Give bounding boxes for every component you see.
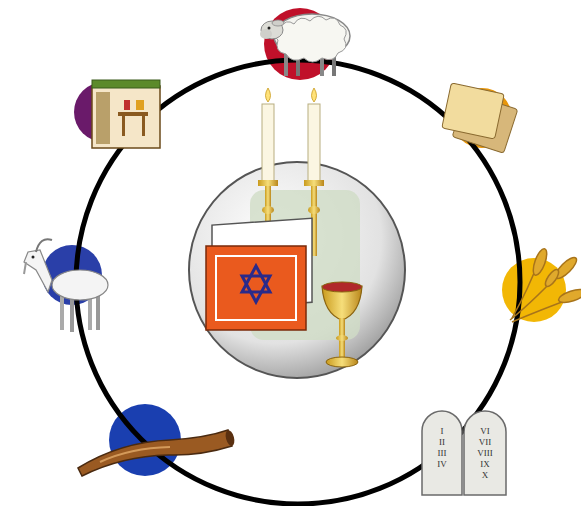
color-disks [42, 8, 566, 476]
roman-numeral: VI [463, 426, 507, 437]
tablet-shape [422, 411, 462, 495]
prayer-book [206, 218, 312, 330]
roman-numeral: IX [463, 459, 507, 470]
center-emblem [189, 88, 405, 378]
sheep-icon [260, 14, 350, 76]
roman-numeral: I [421, 426, 463, 437]
commandment-tablet: IIIIIIIV [421, 410, 463, 496]
tablet-text-area: IIIIIIIV [421, 410, 463, 470]
roman-numeral: X [463, 470, 507, 481]
inner-circle [189, 162, 405, 378]
commandment-tablet: VIVIIVIIIIXX [463, 410, 507, 496]
sukkah-icon [92, 80, 160, 148]
matzah-icon [442, 83, 518, 153]
goat-icon [24, 239, 108, 332]
shofar-icon [78, 429, 236, 476]
roman-numeral: III [421, 448, 463, 459]
roman-numeral: VII [463, 437, 507, 448]
wheat-icon [510, 247, 581, 322]
roman-numeral: II [421, 437, 463, 448]
roman-numeral: VIII [463, 448, 507, 459]
roman-numeral: IV [421, 459, 463, 470]
kiddush-cup [322, 282, 362, 367]
outer-ring [76, 60, 520, 504]
tablet-shape [464, 411, 506, 495]
tablet-text-area: VIVIIVIIIIXX [463, 410, 507, 481]
